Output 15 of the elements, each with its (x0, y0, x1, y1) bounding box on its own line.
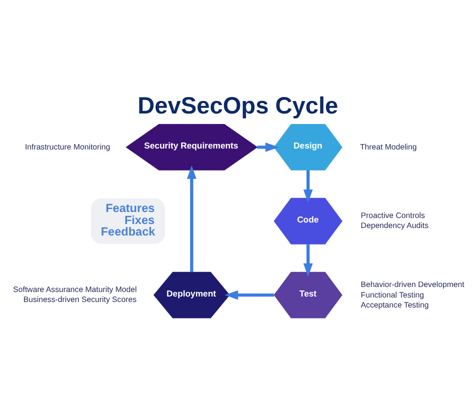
node-label: Proactive Controls (360, 210, 424, 220)
arrow (302, 170, 312, 203)
node-label: Dependency Audits (360, 221, 428, 230)
node-label: Acceptance Testing (360, 300, 428, 310)
node-label: Behavior-driven Development (360, 280, 464, 290)
node-label: Functional Testing (360, 290, 424, 300)
node-label: Threat Modeling (359, 142, 416, 152)
diagram-title: DevSecOps Cycle (137, 92, 338, 118)
arrow (224, 290, 274, 300)
arrow (302, 244, 312, 277)
node-label: Software Assurance Maturity Model (12, 284, 136, 294)
arrow (186, 165, 196, 272)
node-label: Infrastructure Monitoring (24, 142, 110, 152)
arrow (256, 142, 278, 152)
node-label: Business-driven Security Scores (22, 295, 136, 304)
